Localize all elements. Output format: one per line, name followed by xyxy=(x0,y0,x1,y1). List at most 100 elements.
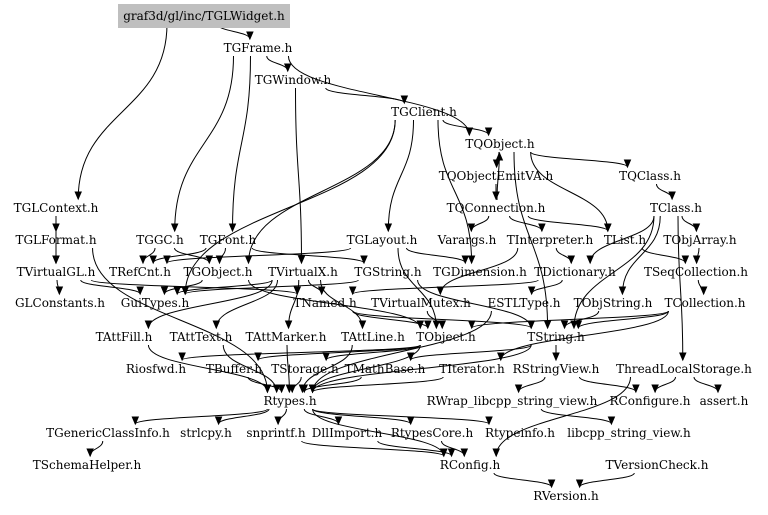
edge-tgframe-to-tggc xyxy=(174,55,234,232)
node-dllimport[interactable]: DllImport.h xyxy=(312,426,383,440)
node-tobjstring[interactable]: TObjString.h xyxy=(574,296,653,310)
edge-tcollection-to-tobject xyxy=(471,310,669,329)
edge-tstring-to-rtypes xyxy=(312,344,532,393)
node-tattline[interactable]: TAttLine.h xyxy=(341,330,405,344)
node-tglformat[interactable]: TGLFormat.h xyxy=(15,233,96,247)
node-tlist[interactable]: TList.h xyxy=(604,233,647,247)
edge-tgframe-to-tqobject xyxy=(287,55,470,136)
node-rtypes[interactable]: Rtypes.h xyxy=(263,394,316,408)
arrowhead-tseqcollection-to-tcollection xyxy=(699,286,708,296)
node-tgdimension[interactable]: TGDimension.h xyxy=(433,265,527,279)
arrowhead-tvirtualgl-to-guitypes xyxy=(136,286,144,296)
node-tstring[interactable]: TString.h xyxy=(527,330,585,344)
node-tcollection[interactable]: TCollection.h xyxy=(664,296,745,310)
arrowhead-rwrap-to-libcpp xyxy=(607,416,616,426)
node-rconfig[interactable]: RConfig.h xyxy=(440,458,501,472)
node-varargs[interactable]: Varargs.h xyxy=(437,233,497,247)
node-trefcnt[interactable]: TRefCnt.h xyxy=(109,265,171,279)
arrowhead-tcollection-to-titerator xyxy=(497,352,505,362)
node-rtypeinfo[interactable]: Rtypeinfo.h xyxy=(485,426,555,440)
node-tatttext[interactable]: TAttText.h xyxy=(170,330,233,344)
node-threadlocalstorage[interactable]: ThreadLocalStorage.h xyxy=(616,362,752,376)
node-rstringview[interactable]: RStringView.h xyxy=(513,362,600,376)
node-rconfigure[interactable]: RConfigure.h xyxy=(610,394,691,408)
arrowhead-root-to-tglcontext xyxy=(74,191,82,201)
arrowhead-tobject-to-riosfwd xyxy=(178,352,186,362)
arrowhead-rtypes-to-strlcpy xyxy=(214,416,223,426)
node-tclass[interactable]: TClass.h xyxy=(650,201,702,215)
node-glconstants[interactable]: GLConstants.h xyxy=(15,296,105,310)
node-tvirtualx[interactable]: TVirtualX.h xyxy=(268,265,338,279)
node-assert[interactable]: assert.h xyxy=(700,394,749,408)
node-titerator[interactable]: TIterator.h xyxy=(439,362,505,376)
edge-tglayout-to-tgdimension xyxy=(406,247,466,264)
node-riosfwd[interactable]: Riosfwd.h xyxy=(126,362,186,376)
edge-tcollection-to-tstring xyxy=(577,310,669,329)
arrowhead-tclass-to-tdictionary xyxy=(586,255,594,265)
node-rwrap[interactable]: RWrap_libcpp_string_view.h xyxy=(427,394,598,408)
arrowhead-rstringview-to-rconfigure xyxy=(632,384,640,394)
node-strlcpy[interactable]: strlcpy.h xyxy=(180,426,232,440)
node-tvirtualmutex[interactable]: TVirtualMutex.h xyxy=(371,296,471,310)
edge-tattfill-to-rtypes xyxy=(147,344,268,393)
node-tdictionary[interactable]: TDictionary.h xyxy=(534,265,616,279)
node-tnamed[interactable]: TNamed.h xyxy=(293,296,357,310)
edge-tgwindow-to-tgclient xyxy=(325,87,405,104)
node-tqobject[interactable]: TQObject.h xyxy=(465,137,535,151)
arrowhead-tglformat-to-tvirtualgl xyxy=(52,255,60,265)
node-tgobject[interactable]: TGObject.h xyxy=(183,265,252,279)
node-estltype[interactable]: ESTLType.h xyxy=(487,296,560,310)
edge-rwrap-to-libcpp xyxy=(540,408,612,425)
edge-tqobject-to-tstring xyxy=(513,151,549,329)
node-tattmarker[interactable]: TAttMarker.h xyxy=(246,330,327,344)
arrowhead-tglayout-to-trefcnt xyxy=(163,255,171,265)
node-tstorage[interactable]: TStorage.h xyxy=(271,362,339,376)
node-tvirtualgl[interactable]: TVirtualGL.h xyxy=(17,265,96,279)
node-root[interactable]: graf3d/gl/inc/TGLWidget.h xyxy=(123,9,285,23)
arrowhead-tinterpreter-to-tdictionary xyxy=(567,255,576,265)
arrowhead-tobjstring-to-tstring xyxy=(560,320,569,330)
node-guitypes[interactable]: GuiTypes.h xyxy=(121,296,190,310)
arrowhead-tobject-to-tbuffer xyxy=(254,352,262,362)
node-tattfill[interactable]: TAttFill.h xyxy=(96,330,153,344)
node-tgenericclassinfo[interactable]: TGenericClassInfo.h xyxy=(46,426,170,440)
node-tbuffer[interactable]: TBuffer.h xyxy=(206,362,262,376)
arrowhead-tgstring-to-guitypes xyxy=(181,286,189,296)
node-tgstring[interactable]: TGString.h xyxy=(354,265,421,279)
node-tgframe[interactable]: TGFrame.h xyxy=(224,41,293,55)
graph-nodes: graf3d/gl/inc/TGLWidget.hTGFrame.hTGWind… xyxy=(14,4,752,503)
node-tqclass[interactable]: TQClass.h xyxy=(619,169,681,183)
node-tobject[interactable]: TObject.h xyxy=(416,330,476,344)
arrowhead-tinterpreter-to-tvirtualmutex xyxy=(436,286,445,296)
node-tobjarray[interactable]: TObjArray.h xyxy=(663,233,737,247)
node-tqobjectemitva[interactable]: TQObjectEmitVA.h xyxy=(439,169,554,183)
node-tggc[interactable]: TGGC.h xyxy=(136,233,184,247)
node-tgclient[interactable]: TGClient.h xyxy=(391,105,457,119)
node-tqconnection[interactable]: TQConnection.h xyxy=(447,201,546,215)
node-tgfont[interactable]: TGFont.h xyxy=(200,233,257,247)
arrowhead-tclass-to-threadlocalstorage xyxy=(679,352,687,362)
node-tgwindow[interactable]: TGWindow.h xyxy=(255,73,332,87)
node-tglayout[interactable]: TGLayout.h xyxy=(347,233,418,247)
arrowhead-tvirtualmutex-to-tobject xyxy=(438,320,447,330)
edge-tgframe-to-tgfont xyxy=(232,55,251,232)
node-tinterpreter[interactable]: TInterpreter.h xyxy=(507,233,594,247)
arrowhead-tggc-to-trefcnt xyxy=(139,255,147,265)
arrowhead-tgclient-to-tglayout xyxy=(384,223,393,233)
arrowhead-tvirtualx-to-tattline xyxy=(358,320,367,330)
edge-threadlocalstorage-to-rconfig xyxy=(495,376,631,457)
node-tmathbase[interactable]: TMathBase.h xyxy=(345,362,426,376)
node-libcpp[interactable]: libcpp_string_view.h xyxy=(567,426,691,440)
node-tschemahelper[interactable]: TSchemaHelper.h xyxy=(33,458,142,472)
arrowhead-tstorage-to-rtypes xyxy=(288,384,297,394)
arrowhead-tqconnection-to-varargs xyxy=(467,223,476,233)
arrowhead-tstring-to-tmathbase xyxy=(406,352,415,362)
node-tglcontext[interactable]: TGLContext.h xyxy=(14,201,99,215)
node-rtypescore[interactable]: RtypesCore.h xyxy=(391,426,474,440)
edge-snprintf-to-rconfig xyxy=(301,440,445,457)
node-rversion[interactable]: RVersion.h xyxy=(533,489,599,503)
node-tversioncheck[interactable]: TVersionCheck.h xyxy=(606,458,709,472)
node-snprintf[interactable]: snprintf.h xyxy=(246,426,306,440)
node-tseqcollection[interactable]: TSeqCollection.h xyxy=(644,265,748,279)
arrowhead-rconfig-to-rversion xyxy=(547,479,556,489)
